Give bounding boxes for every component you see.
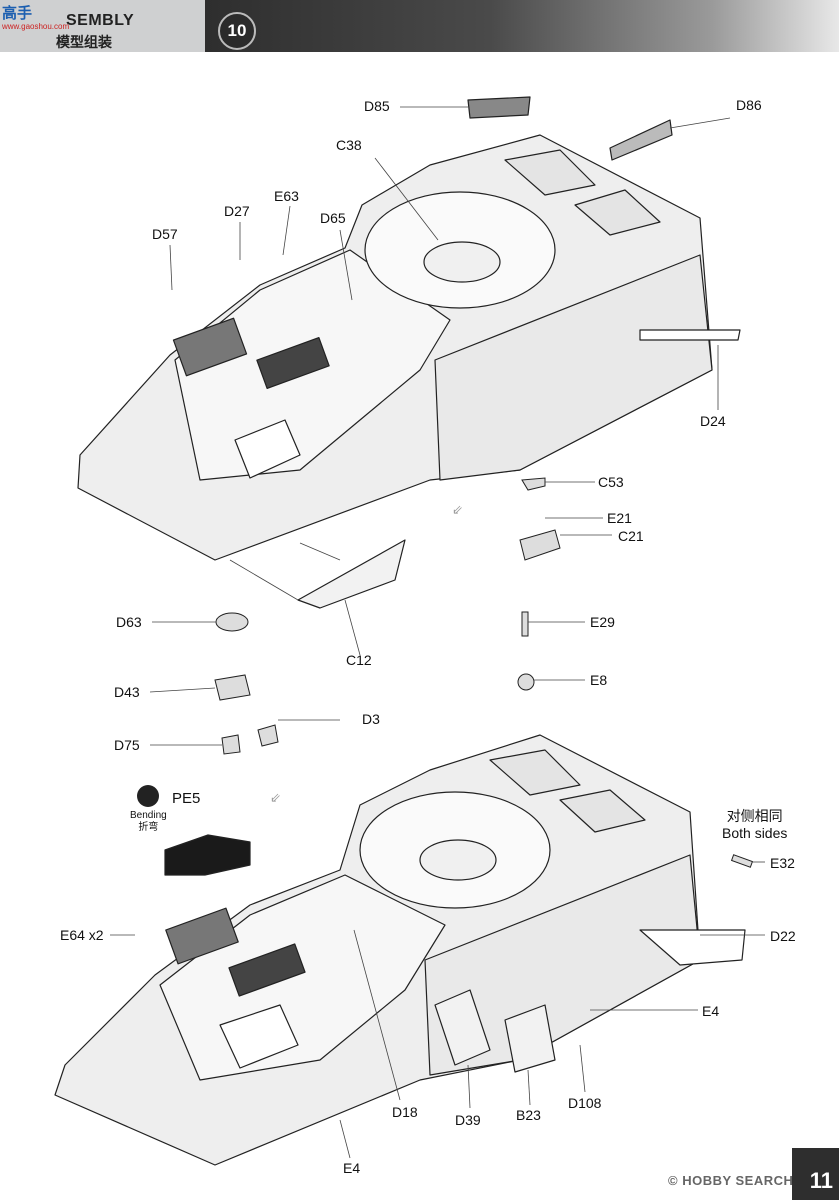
header-gradient (205, 0, 839, 52)
lower-grille-2 (228, 943, 306, 997)
upper-hatch-2 (574, 189, 661, 236)
label-e4-right: E4 (702, 1003, 720, 1019)
header-bar: 高手 www.gaoshou.com SEMBLY 模型组装 (0, 0, 205, 52)
upper-grille-1 (172, 317, 248, 377)
part-d63 (215, 612, 249, 632)
brand-url: www.gaoshou.com (2, 22, 70, 31)
part-d85 (467, 96, 531, 119)
part-c12 (297, 539, 406, 609)
label-c53: C53 (598, 474, 624, 490)
bending-icon (137, 785, 159, 807)
upper-grille-2 (256, 337, 330, 389)
page-number-box: 11 (792, 1148, 839, 1200)
label-b23: B23 (516, 1107, 541, 1123)
part-c21 (519, 529, 561, 561)
label-e63: E63 (274, 188, 299, 204)
upper-side-panel (434, 254, 713, 481)
part-d43 (214, 674, 251, 701)
part-c53 (521, 477, 546, 491)
label-d22: D22 (770, 928, 796, 944)
label-d3: D3 (362, 711, 380, 727)
bending-label: Bending 折弯 (130, 810, 167, 834)
part-d24 (639, 329, 741, 341)
brand-logo: 高手 (2, 5, 33, 22)
lower-window (219, 1004, 299, 1069)
label-e32: E32 (770, 855, 795, 871)
label-pe5: PE5 (172, 790, 201, 807)
label-d27: D27 (224, 203, 250, 219)
label-d63: D63 (116, 614, 142, 630)
assembly-title: SEMBLY (66, 12, 135, 29)
part-e8 (517, 673, 535, 691)
label-d86: D86 (736, 97, 762, 113)
label-d108: D108 (568, 1095, 602, 1111)
bending-label-en: Bending (130, 810, 167, 821)
label-e64: E64 x2 (60, 927, 104, 943)
hobby-search-watermark: © HOBBY SEARCH (668, 1173, 794, 1188)
label-d85: D85 (364, 98, 390, 114)
bending-label-cn: 折弯 (138, 822, 159, 833)
label-e8: E8 (590, 672, 608, 688)
label-d43: D43 (114, 684, 140, 700)
part-e29 (521, 611, 529, 637)
label-d57: D57 (152, 226, 178, 242)
lower-grille-1 (165, 907, 239, 965)
label-d24: D24 (700, 413, 726, 429)
label-c38: C38 (336, 137, 362, 153)
label-e29: E29 (590, 614, 615, 630)
step-number: 10 (218, 12, 256, 50)
label-d18: D18 (392, 1104, 418, 1120)
upper-window (234, 419, 301, 479)
part-b23 (504, 1004, 556, 1073)
part-d3 (257, 724, 279, 747)
both-sides-note-cn: 对侧相同 (726, 808, 783, 824)
page-number: 11 (809, 1168, 833, 1193)
label-c21: C21 (618, 528, 644, 544)
label-e4-bottom: E4 (343, 1160, 361, 1176)
assembly-title-cn: 模型组装 (56, 34, 112, 50)
part-d75 (221, 734, 241, 755)
upper-hatch-1 (504, 149, 596, 196)
lower-hatch-1 (489, 749, 581, 796)
label-c12: C12 (346, 652, 372, 668)
label-d39: D39 (455, 1112, 481, 1128)
both-sides-note-en: Both sides (722, 825, 788, 841)
label-d65: D65 (320, 210, 346, 226)
direction-arrow-icon: ⇙ (452, 502, 463, 517)
lower-hatch-2 (559, 789, 646, 833)
part-e32 (730, 854, 754, 868)
both-sides-note: 对侧相同 Both sides (722, 808, 787, 842)
label-d75: D75 (114, 737, 140, 753)
label-e21: E21 (607, 510, 632, 526)
part-pe5 (164, 834, 251, 876)
part-d22 (639, 929, 746, 966)
direction-arrow-icon: ⇙ (270, 790, 281, 805)
part-d39 (434, 989, 491, 1066)
part-d86 (609, 119, 673, 161)
